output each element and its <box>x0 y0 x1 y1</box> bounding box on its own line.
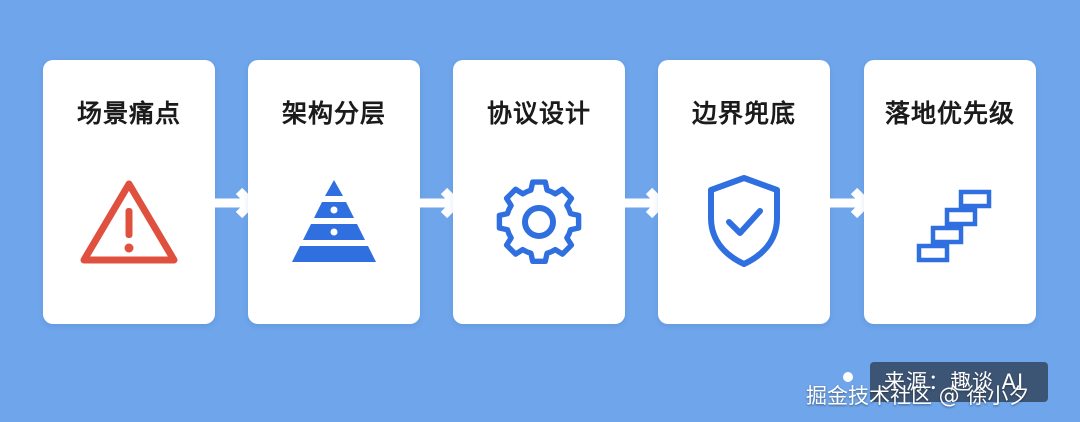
step-card-5: 落地优先级 <box>864 60 1036 324</box>
watermark-box <box>870 362 1048 402</box>
layered-pyramid-icon <box>292 180 376 262</box>
shield-check-icon <box>708 175 780 267</box>
step-title-3: 协议设计 <box>486 99 591 128</box>
step-title-1: 场景痛点 <box>76 99 181 128</box>
gear-icon <box>496 179 582 265</box>
warning-triangle-icon <box>80 180 178 264</box>
watermark-dot-icon <box>843 372 853 382</box>
step-card-1: 场景痛点 <box>43 60 215 324</box>
step-card-4: 边界兜底 <box>658 60 830 324</box>
watermark-source: 来源：趣谈 AI <box>884 370 1025 394</box>
step-title-2: 架构分层 <box>281 99 386 128</box>
step-card-3: 协议设计 <box>453 60 625 324</box>
stairs-icon <box>916 189 992 263</box>
watermark-site: 掘金技术社区 @ 徐小夕 <box>806 384 1030 408</box>
step-title-4: 边界兜底 <box>691 99 796 128</box>
step-card-2: 架构分层 <box>248 60 420 324</box>
step-title-5: 落地优先级 <box>884 99 1015 128</box>
